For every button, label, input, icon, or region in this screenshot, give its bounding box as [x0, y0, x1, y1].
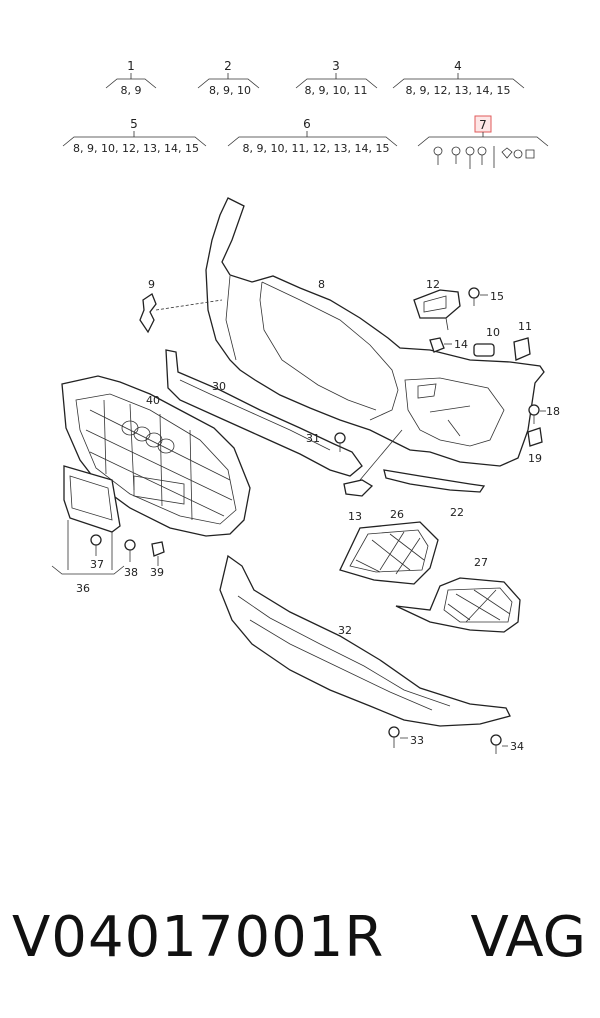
callout-40: 40 — [146, 394, 160, 407]
callout-33: 33 — [410, 734, 424, 747]
group-number: 2 — [224, 59, 232, 73]
callout-32: 32 — [338, 624, 352, 637]
fastener-set-icon — [433, 146, 535, 169]
callout-31: 31 — [306, 432, 320, 445]
spoiler-32 — [219, 554, 511, 727]
part-number: V04017001R — [12, 905, 385, 970]
callout-11: 11 — [518, 320, 532, 333]
screw-34-icon — [490, 734, 508, 754]
trim-strip-22 — [383, 469, 486, 493]
group-number: 3 — [332, 59, 340, 73]
group-2: 2 8, 9, 10 — [197, 59, 260, 97]
callout-39: 39 — [150, 566, 164, 579]
audi-rings-logo — [121, 420, 175, 454]
group-number: 1 — [127, 59, 135, 73]
clip-14-icon — [429, 337, 452, 353]
bracket-19-icon — [527, 427, 543, 447]
clip-10-icon — [473, 343, 495, 357]
group-number: 6 — [303, 117, 311, 131]
clip-39-icon — [151, 541, 165, 566]
callout-36: 36 — [76, 582, 90, 595]
nut-18-icon — [528, 404, 546, 424]
group-number: 4 — [454, 59, 462, 73]
grille-27 — [395, 577, 521, 633]
bracket-9 — [139, 293, 223, 334]
group-1: 1 8, 9 — [105, 59, 157, 97]
callout-26: 26 — [390, 508, 404, 521]
callout-8: 8 — [318, 278, 325, 291]
callout-9: 9 — [148, 278, 155, 291]
group-items: 8, 9, 10, 11 — [305, 84, 368, 97]
group-items: 8, 9, 10 — [209, 84, 251, 97]
bracket-30 — [165, 349, 363, 477]
group-5: 5 8, 9, 10, 12, 13, 14, 15 — [62, 117, 207, 155]
callout-14: 14 — [454, 338, 468, 351]
callout-27: 27 — [474, 556, 488, 569]
group-6: 6 8, 9, 10, 11, 12, 13, 14, 15 — [227, 117, 398, 155]
group-4: 4 8, 9, 12, 13, 14, 15 — [392, 59, 525, 97]
callout-19: 19 — [528, 452, 542, 465]
group-items: 8, 9, 10, 11, 12, 13, 14, 15 — [243, 142, 390, 155]
plate-bracket-36 — [51, 465, 125, 575]
grille-26 — [339, 521, 439, 585]
callout-13: 13 — [348, 510, 362, 523]
callout-18: 18 — [546, 405, 560, 418]
group-7: 7 — [417, 115, 549, 169]
cover-13 — [343, 429, 403, 497]
screw-31-icon — [334, 432, 346, 452]
screw-38-icon — [124, 539, 136, 562]
callout-labels: 8 9 10 11 12 13 14 15 18 19 22 26 27 30 … — [76, 278, 560, 753]
group-items: 8, 9 — [121, 84, 142, 97]
group-number: 5 — [130, 117, 138, 131]
screw-33-icon — [388, 726, 408, 748]
bracket-12 — [413, 289, 461, 331]
callout-12: 12 — [426, 278, 440, 291]
callout-15: 15 — [490, 290, 504, 303]
group-3: 3 8, 9, 10, 11 — [295, 59, 378, 97]
bumper-cover — [205, 197, 545, 467]
callout-34: 34 — [510, 740, 524, 753]
callout-10: 10 — [486, 326, 500, 339]
footer: V04017001R VAG — [0, 893, 600, 983]
callout-30: 30 — [212, 380, 226, 393]
callout-37: 37 — [90, 558, 104, 571]
group-items: 8, 9, 10, 12, 13, 14, 15 — [73, 142, 199, 155]
group-number: 7 — [479, 118, 487, 132]
bracket-11-icon — [513, 337, 531, 361]
callout-22: 22 — [450, 506, 464, 519]
group-items: 8, 9, 12, 13, 14, 15 — [406, 84, 511, 97]
screw-15-icon — [468, 287, 488, 306]
screw-37-icon — [90, 534, 102, 556]
brand-label: VAG — [470, 905, 586, 970]
callout-38: 38 — [124, 566, 138, 579]
